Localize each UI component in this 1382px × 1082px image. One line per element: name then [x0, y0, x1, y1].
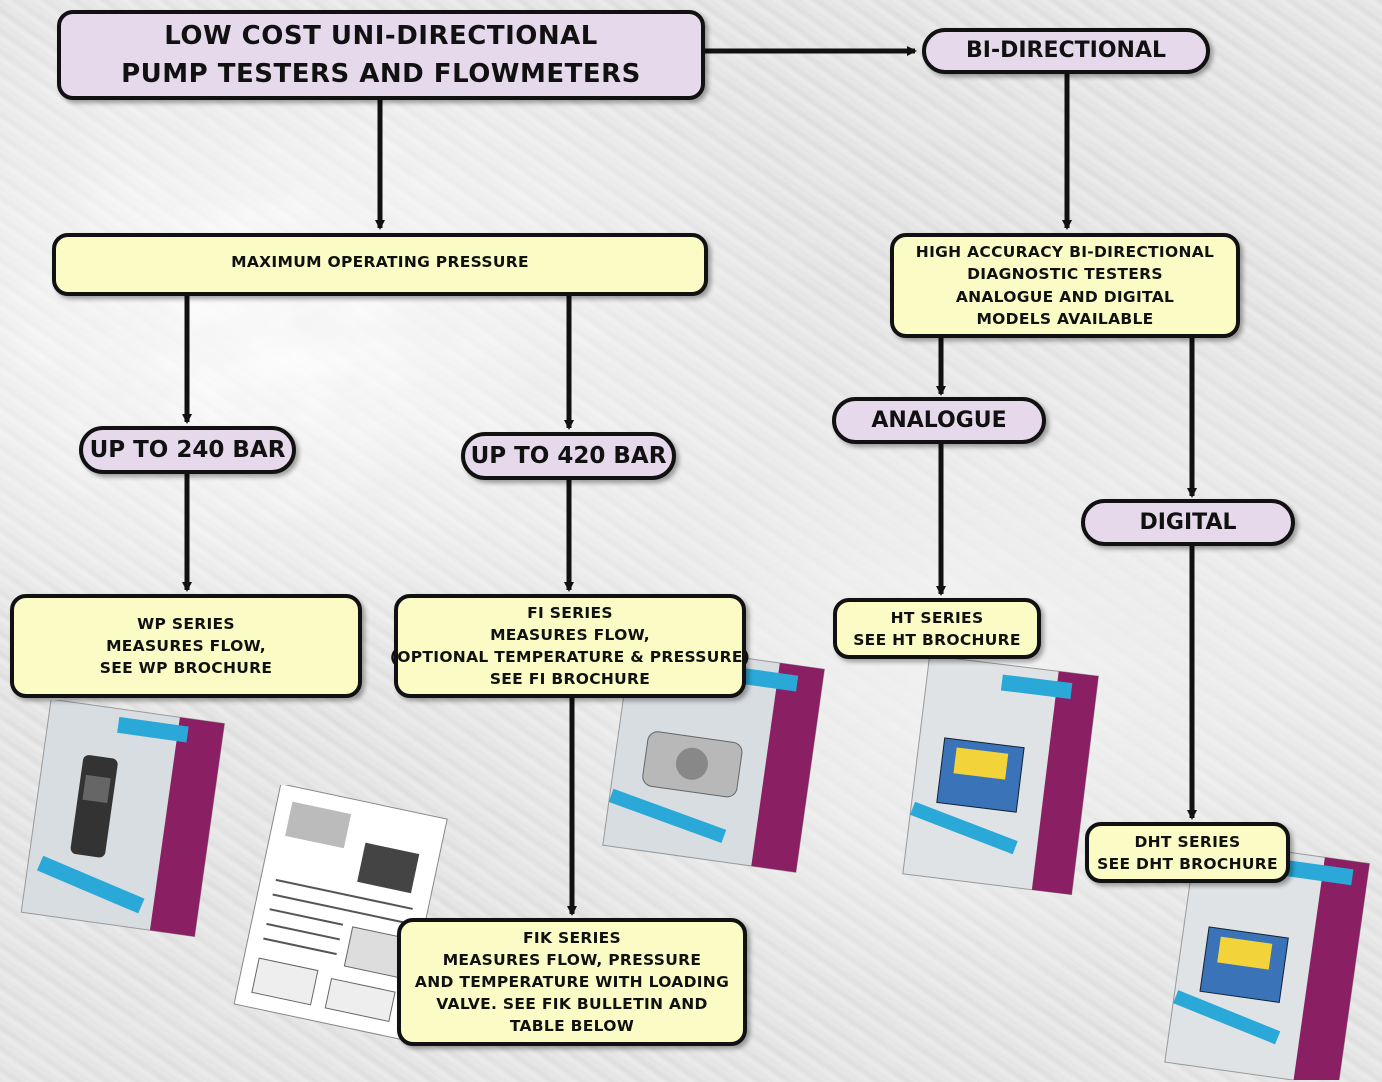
fik-bulletin-image — [233, 785, 448, 1040]
node-analogue: ANALOGUE — [832, 397, 1046, 444]
node-max-pressure-line-1: MAXIMUM OPERATING PRESSURE — [231, 253, 529, 271]
node-ht-series-line-2: SEE HT BROCHURE — [853, 630, 1021, 649]
node-ht-series: HT SERIES SEE HT BROCHURE — [833, 598, 1041, 659]
node-fik-series-line-1: FIK SERIES — [523, 929, 621, 947]
node-high-accuracy: HIGH ACCURACY BI-DIRECTIONAL DIAGNOSTIC T… — [890, 233, 1240, 338]
node-fik-series-line-2: MEASURES FLOW, PRESSURE — [442, 951, 702, 969]
node-high-accuracy-line-3: ANALOGUE AND DIGITAL — [955, 287, 1175, 306]
wp-brochure-image — [20, 700, 225, 938]
node-high-accuracy-line-1: HIGH ACCURACY BI-DIRECTIONAL — [915, 242, 1215, 261]
ht-brochure-image — [902, 655, 1099, 896]
node-fi-series: FI SERIES MEASURES FLOW, (OPTIONAL TEMPERA… — [390, 594, 750, 698]
node-digital: DIGITAL — [1081, 499, 1295, 546]
node-dht-series-line-1: DHT SERIES — [1134, 832, 1241, 851]
node-dht-series: DHT SERIES SEE DHT BROCHURE — [1085, 822, 1290, 883]
node-top-line-1: LOW COST UNI-DIRECTIONAL — [164, 21, 598, 51]
node-fik-series-line-3: AND TEMPERATURE WITH LOADING — [414, 973, 730, 991]
node-fik-series-line-5: TABLE BELOW — [509, 1017, 635, 1035]
node-high-accuracy-line-2: DIAGNOSTIC TESTERS — [967, 265, 1163, 283]
node-fik-series: FIK SERIES MEASURES FLOW, PRESSURE AND TEM… — [397, 918, 747, 1046]
node-fi-series-line-2: MEASURES FLOW, — [490, 626, 650, 644]
node-analogue-line-1: ANALOGUE — [871, 407, 1007, 433]
node-wp-series-line-2: MEASURES FLOW, — [106, 637, 266, 655]
node-digital-line-1: DIGITAL — [1139, 509, 1237, 535]
node-wp-series-line-1: WP SERIES — [137, 615, 235, 633]
node-top-line-2: PUMP TESTERS AND FLOWMETERS — [121, 59, 641, 89]
node-top: LOW COST UNI-DIRECTIONAL PUMP TESTERS AND… — [57, 10, 705, 100]
node-up-to-240: UP TO 240 BAR — [79, 426, 296, 474]
node-fi-series-line-1: FI SERIES — [527, 604, 613, 622]
node-up-to-420-line-1: UP TO 420 BAR — [470, 443, 667, 469]
fi-brochure-image — [602, 645, 825, 873]
node-wp-series: WP SERIES MEASURES FLOW, SEE WP BROCHURE — [10, 594, 362, 698]
node-dht-series-line-2: SEE DHT BROCHURE — [1097, 854, 1278, 873]
node-bidirectional-line-1: BI-DIRECTIONAL — [966, 38, 1166, 63]
node-max-pressure: MAXIMUM OPERATING PRESSURE — [52, 233, 708, 296]
node-high-accuracy-line-4: MODELS AVAILABLE — [976, 310, 1154, 328]
node-ht-series-line-1: HT SERIES — [890, 608, 984, 627]
node-fi-series-line-4: SEE FI BROCHURE — [489, 670, 651, 688]
node-fi-series-line-3: (OPTIONAL TEMPERATURE & PRESSURE) — [389, 648, 751, 666]
node-up-to-420: UP TO 420 BAR — [461, 432, 676, 480]
node-up-to-240-line-1: UP TO 240 BAR — [89, 437, 286, 463]
node-wp-series-line-3: SEE WP BROCHURE — [99, 659, 273, 677]
dht-brochure-image — [1164, 840, 1370, 1080]
node-bidirectional: BI-DIRECTIONAL — [922, 28, 1210, 74]
node-fik-series-line-4: VALVE. SEE FIK BULLETIN AND — [436, 995, 708, 1013]
